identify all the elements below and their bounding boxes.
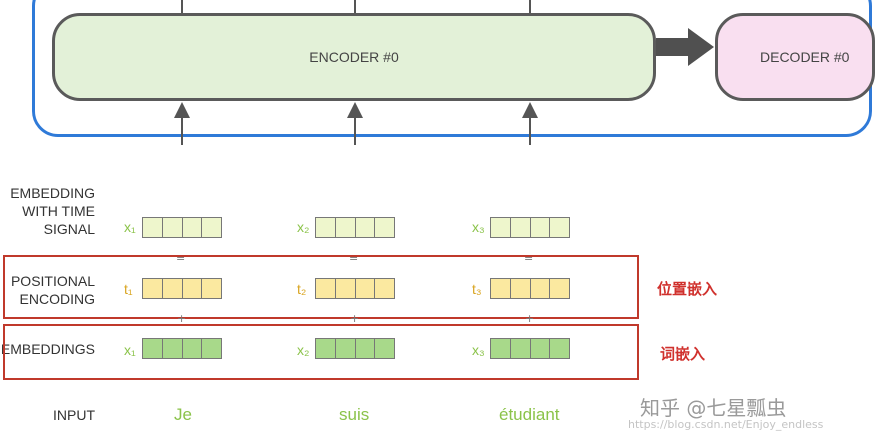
input-word-3: étudiant [499,405,560,424]
row-label-embedding-time-signal: EMBEDDING WITH TIME SIGNAL [0,184,95,238]
symbol-x2: x₂ [297,219,310,235]
row-label-line: WITH TIME [22,203,95,219]
symbol-t2: t₂ [297,281,307,297]
symbol-x2-embedding: x₂ [297,342,310,358]
row-label-line: ENCODING [19,291,95,307]
equals-sign: = [349,252,359,265]
watermark-main: 知乎 @七星瓢虫 [640,396,787,420]
row-label-embeddings: EMBEDDINGS [0,341,95,357]
symbol-t1: t₁ [124,281,133,297]
embedding-vector-3 [490,338,570,359]
plus-sign: + [177,312,187,325]
embedding-vector-2 [315,338,395,359]
decoder-label: DECODER #0 [760,49,850,65]
row-label-line: SIGNAL [43,221,95,237]
embedding-vector-1 [142,338,222,359]
encoder-label: ENCODER #0 [309,49,399,65]
positional-annotation: 位置嵌入 [657,280,718,298]
equals-sign: = [176,252,186,265]
decoder-block: DECODER #0 [715,13,875,101]
equals-sign: = [524,252,534,265]
input-word-2: suis [339,405,370,424]
plus-sign: + [350,312,360,325]
arrows-layer [174,0,714,145]
encoder-decoder-arrow-head [688,28,714,66]
symbol-x3: x₃ [472,219,485,235]
time-signal-vector-1 [142,217,222,238]
row-label-line: EMBEDDING [10,185,95,201]
positional-vector-1 [142,278,222,299]
symbol-t3: t₃ [472,281,482,297]
row-label-positional-encoding: POSITIONAL ENCODING [0,272,95,308]
time-signal-vector-2 [315,217,395,238]
plus-sign: + [525,312,535,325]
positional-vector-3 [490,278,570,299]
time-signal-vector-3 [490,217,570,238]
symbol-x3-embedding: x₃ [472,342,485,358]
positional-vector-2 [315,278,395,299]
symbol-x1-embedding: x₁ [124,342,136,358]
encoder-block: ENCODER #0 [52,13,656,101]
embeddings-highlight [3,324,639,380]
encoder-decoder-arrow-shaft [656,38,690,56]
row-label-line: POSITIONAL [10,273,95,289]
positional-encoding-highlight [3,255,639,319]
row-label-input: INPUT [53,407,95,423]
watermark-url: https://blog.csdn.net/Enjoy_endless [628,418,824,431]
input-word-1: Je [174,405,192,424]
word-embedding-annotation: 词嵌入 [660,345,706,363]
symbol-x1: x₁ [124,219,136,235]
